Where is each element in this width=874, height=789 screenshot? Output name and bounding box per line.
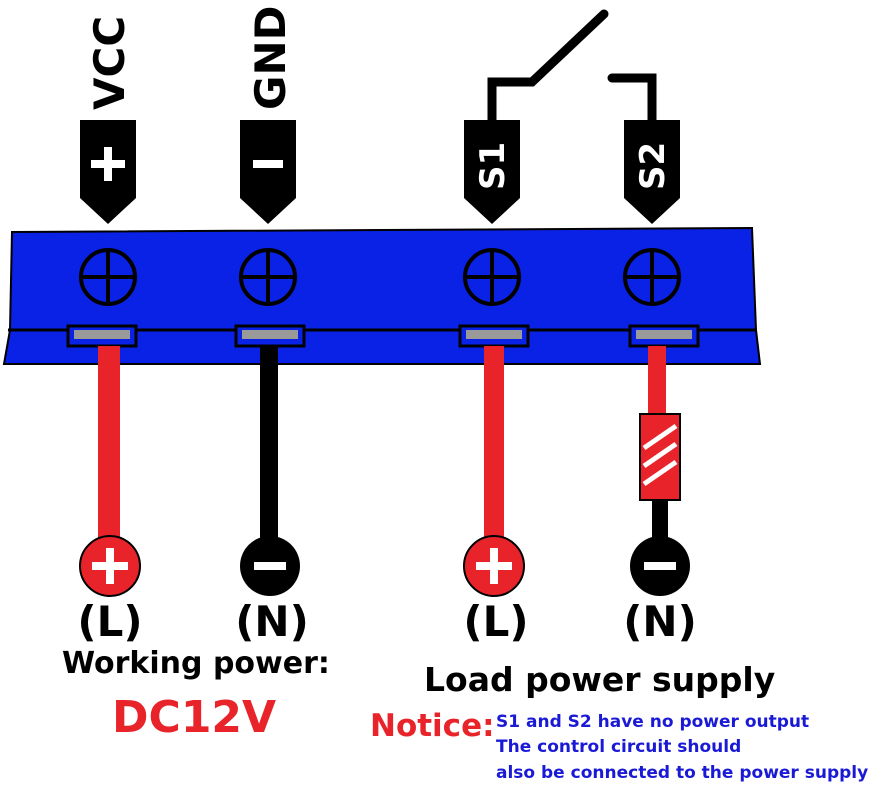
notice-line: also be connected to the power supply xyxy=(496,763,869,783)
plus-sign-icon xyxy=(91,147,125,181)
load-power-supply-caption: Load power supply xyxy=(424,660,776,699)
terminal-name-gnd: GND xyxy=(246,6,295,111)
wire-s1 xyxy=(484,346,504,542)
relay-switch-symbol xyxy=(487,9,657,127)
working-power-caption: Working power: xyxy=(62,646,330,681)
terminal-tag-gnd: GND xyxy=(240,6,296,224)
lead-end-gnd xyxy=(240,536,300,596)
terminal-name-vcc: VCC xyxy=(85,16,134,110)
wire-vcc xyxy=(98,346,120,542)
line-label-s1: (L) xyxy=(463,597,528,646)
notice-label: Notice: xyxy=(370,708,495,744)
lead-end-s2 xyxy=(630,536,690,596)
wire-gnd xyxy=(260,346,278,542)
lead-end-s1 xyxy=(463,535,525,597)
fuse-icon xyxy=(639,413,681,501)
wire-s2-lower xyxy=(652,500,668,542)
lead-end-vcc xyxy=(79,535,141,597)
terminal-name-s1: S1 xyxy=(473,142,513,190)
minus-sign-icon xyxy=(253,160,283,168)
working-voltage-value: DC12V xyxy=(112,692,277,743)
terminal-tag-vcc: VCC xyxy=(80,16,136,224)
line-label-vcc: (L) xyxy=(77,597,142,646)
line-label-s2: (N) xyxy=(623,597,697,646)
terminal-tag-s1: S1 xyxy=(464,120,520,224)
wire-s2-upper xyxy=(648,346,666,414)
notice-line: The control circuit should xyxy=(496,737,742,757)
notice-line: S1 and S2 have no power output xyxy=(496,712,810,732)
terminal-name-s2: S2 xyxy=(633,142,673,190)
screw-gnd xyxy=(239,248,297,306)
line-label-gnd: (N) xyxy=(235,597,309,646)
screw-vcc xyxy=(79,248,137,306)
screw-s1 xyxy=(463,248,521,306)
screw-s2 xyxy=(623,248,681,306)
terminal-tag-s2: S2 xyxy=(624,120,680,224)
